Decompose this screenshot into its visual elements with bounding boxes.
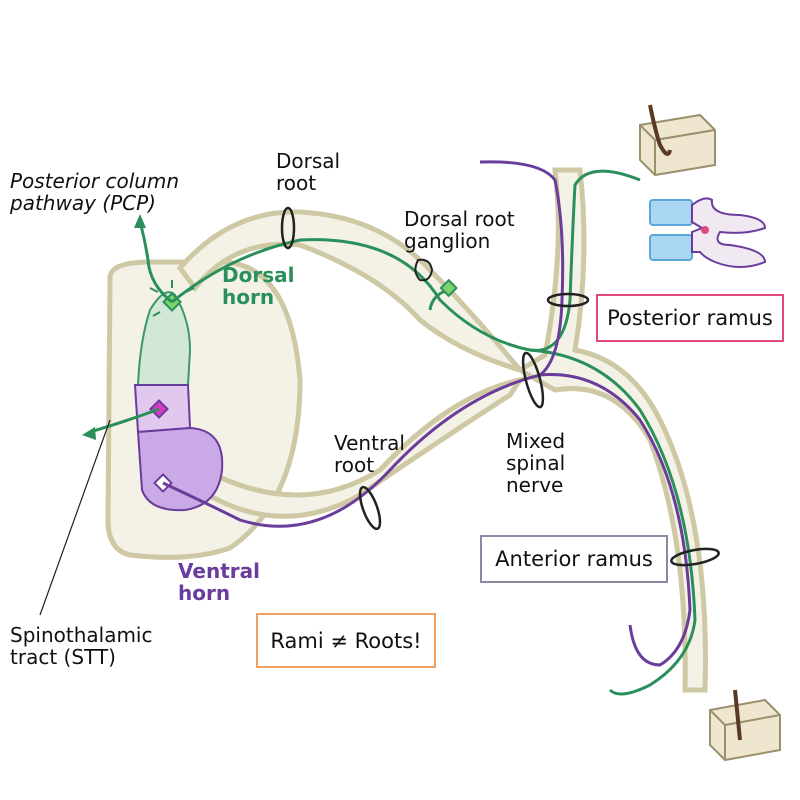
anterior-ramus-box: Anterior ramus [480,535,668,583]
rami-not-roots-box: Rami ≠ Roots! [256,613,436,668]
mixed-nerve-label-line1: Mixed [506,429,566,453]
anterior-ramus-ring [670,547,720,567]
posterior-ramus-box: Posterior ramus [596,294,784,342]
pcp-arrow-line [138,221,173,304]
dorsal-root-ring [280,206,296,250]
skin-block-icon [709,689,781,762]
ventral-root-ring [358,485,382,531]
ventral-horn-region [136,426,224,512]
drg-label-line1: Dorsal root [404,207,515,231]
dorsal-horn-region [136,291,192,386]
drg-pointer [414,258,434,282]
stt-label-line1: Spinothalamic [10,623,153,647]
stt-arrow-line [89,407,160,434]
stt-label-line2: tract (STT) [10,645,116,669]
posterior-ramus-ring [546,292,590,308]
pcp-arrowhead [134,214,146,228]
mixed-nerve-tube [515,167,708,693]
mixed-nerve-label-line2: spinal [506,451,566,475]
motor-fiber-posterior [479,160,565,377]
dorsal-horn-label-line2: horn [222,285,275,309]
drg-label-line2: ganglion [404,229,491,253]
dorsal-root-label-line1: Dorsal [276,149,341,173]
ventral-root-label-line1: Ventral [334,431,405,455]
dorsal-horn-label-line1: Dorsal [222,263,295,287]
dorsal-root-label-line2: root [276,171,317,195]
ventral-horn-label-line1: Ventral [178,559,260,583]
skin-block-icon [639,104,716,177]
stt-leader [39,419,111,616]
motor-fiber [162,373,692,667]
drg-neuron [439,278,458,298]
pcp-label-line1: Posterior column [10,169,180,193]
mixed-nerve-ring [521,351,545,409]
ventral-root-label-line2: root [334,453,375,477]
pcp-label-line2: pathway (PCP) [10,191,156,215]
stt-arrowhead [82,427,96,440]
vertebra-icon [649,197,767,268]
mixed-nerve-label-line3: nerve [506,473,564,497]
ventral-horn-label-line2: horn [178,581,231,605]
sensory-fiber-ramus [529,348,697,696]
